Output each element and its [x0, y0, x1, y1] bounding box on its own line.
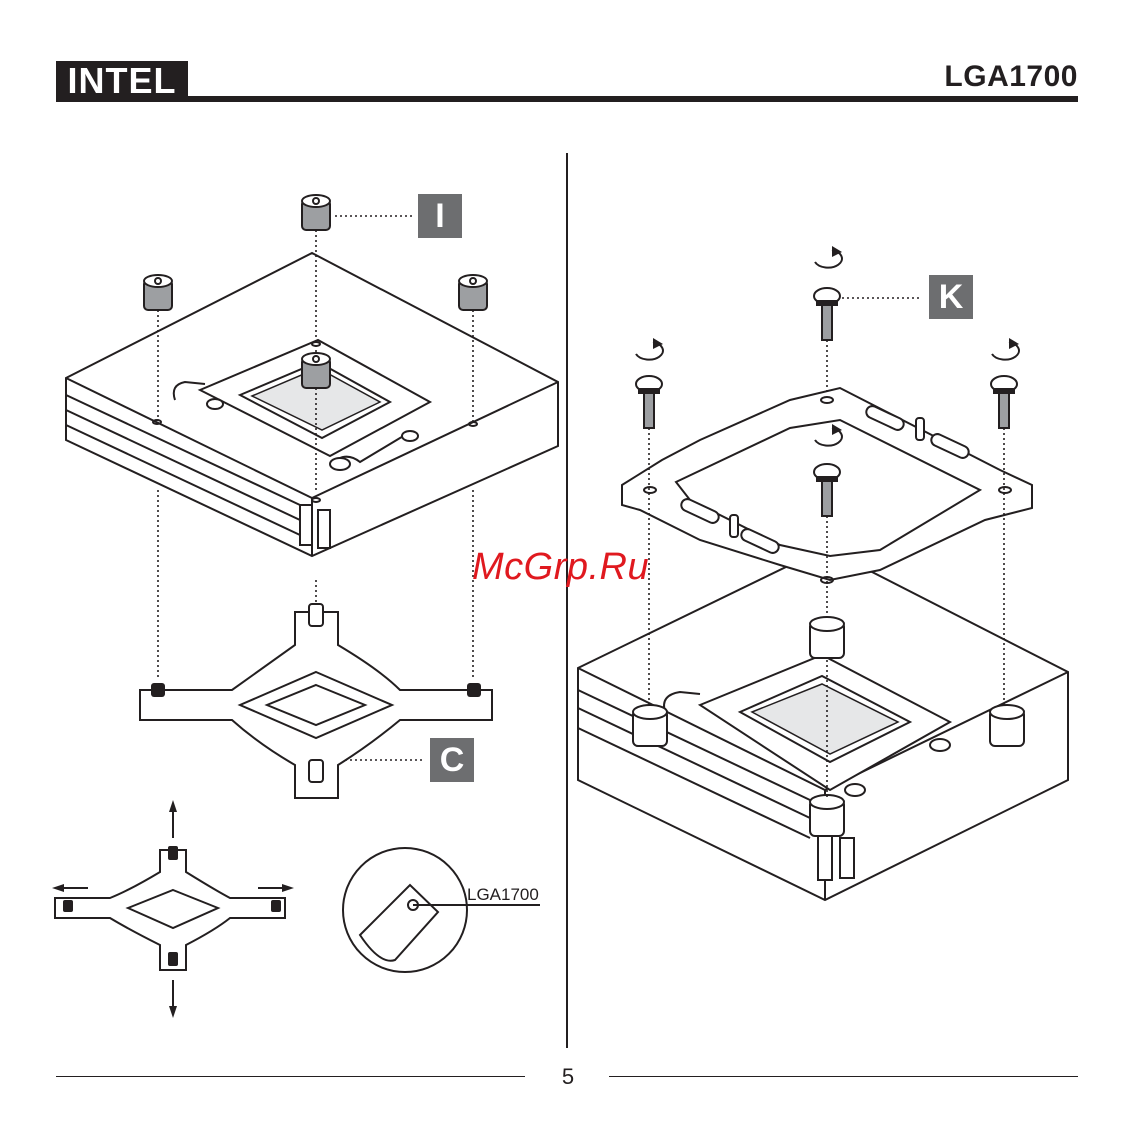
page-number: 5 — [553, 1064, 583, 1090]
standoff-right — [459, 275, 487, 310]
callout-lga1700-label: LGA1700 — [467, 885, 539, 905]
standoff-center — [302, 353, 330, 388]
backplate-small — [52, 800, 294, 1018]
footer-rule-left — [56, 1076, 525, 1077]
part-tag-i: I — [418, 194, 462, 238]
watermark: McGrp.Ru — [472, 546, 649, 589]
part-tag-c: C — [430, 738, 474, 782]
standoff-r-top — [810, 617, 844, 658]
standoff-left — [144, 275, 172, 310]
screw-top — [814, 288, 840, 340]
lga1700-callout — [343, 848, 540, 972]
standoff-r-left — [633, 705, 667, 746]
screw-right — [991, 376, 1017, 428]
standoff-r-bottom — [810, 795, 844, 836]
footer-rule-right — [609, 1076, 1078, 1077]
screw-left — [636, 376, 662, 428]
standoff-r-right — [990, 705, 1024, 746]
part-tag-k: K — [929, 275, 973, 319]
standoff-top — [302, 195, 330, 230]
